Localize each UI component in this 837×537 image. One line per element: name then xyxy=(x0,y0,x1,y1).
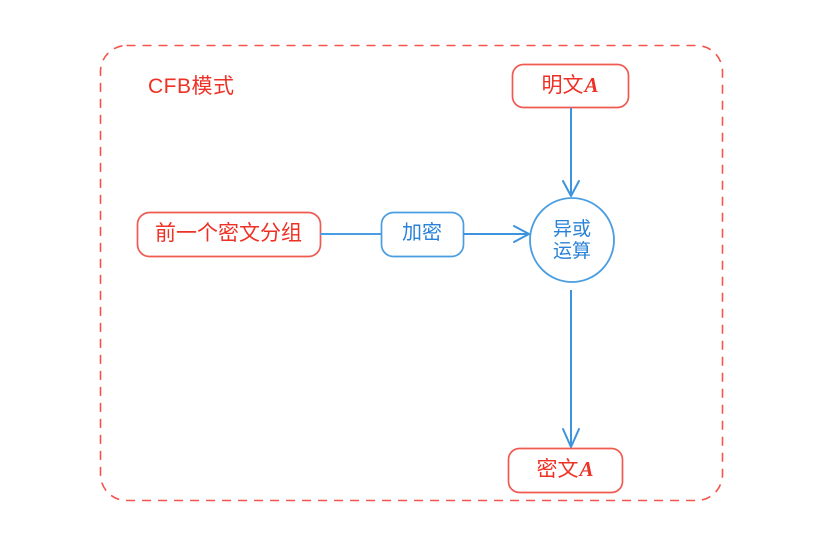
ciphertext-box[interactable] xyxy=(507,447,624,494)
arrowhead-plaintext-to-xor xyxy=(562,180,580,197)
encrypt-box[interactable] xyxy=(380,211,465,258)
arrowhead-encrypt-to-xor xyxy=(513,225,530,243)
xor-circle[interactable] xyxy=(529,197,615,283)
cfb-mode-dashed-container xyxy=(99,44,724,502)
arrowhead-xor-to-ciphertext xyxy=(562,428,580,448)
prev-cipher-block-box[interactable] xyxy=(136,211,322,258)
plaintext-box[interactable] xyxy=(511,63,630,109)
